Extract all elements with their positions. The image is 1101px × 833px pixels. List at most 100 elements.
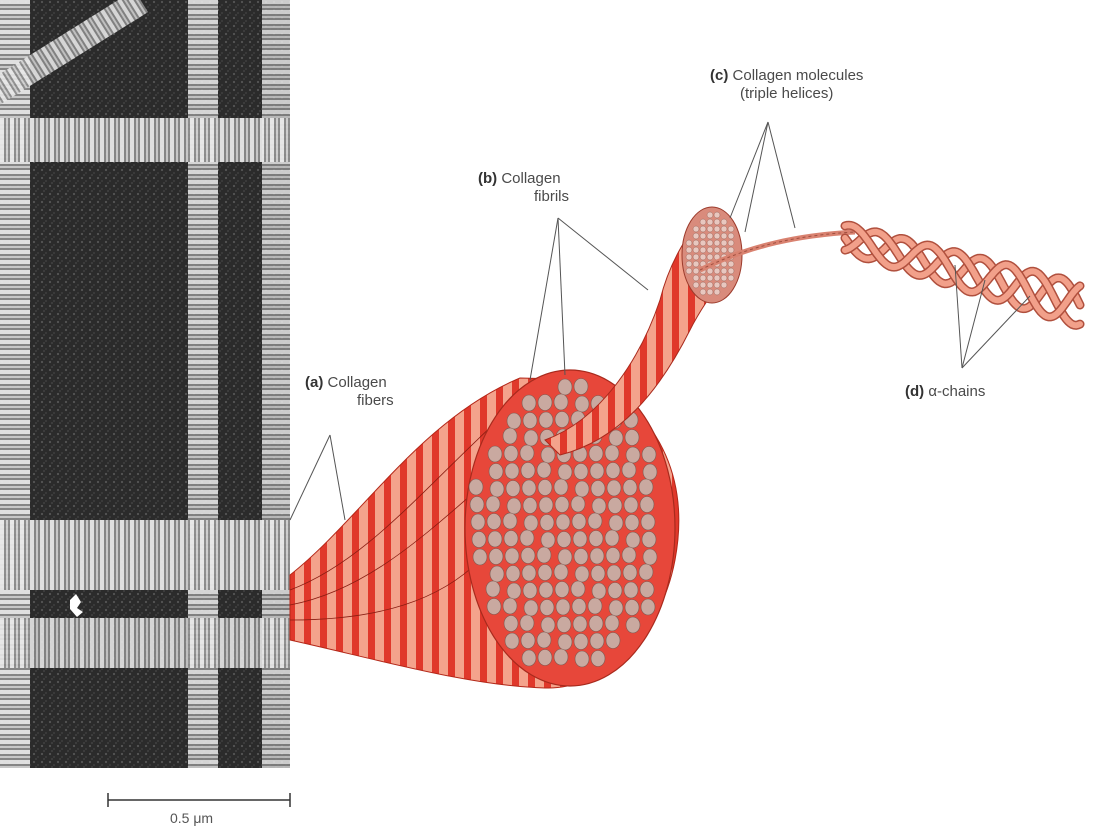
fibril-circle: [590, 463, 604, 479]
molecule-circle: [693, 261, 699, 267]
fibril-circle: [489, 464, 503, 480]
fibril-circle: [469, 479, 483, 495]
fibril-circle: [574, 464, 588, 480]
fibril-circle: [575, 651, 589, 667]
label-a-line2: fibers: [305, 392, 394, 409]
fibril-circle: [574, 549, 588, 565]
fibril-circle: [554, 649, 568, 665]
fibril-circle: [554, 479, 568, 495]
fibril-circle: [643, 464, 657, 480]
fibril-circle: [486, 496, 500, 512]
fibril-circle: [537, 462, 551, 478]
label-a-tag: (a): [305, 374, 323, 391]
fibril-circle: [606, 548, 620, 564]
fibril-circle: [589, 531, 603, 547]
fibril-circle: [488, 531, 502, 547]
fibril-circle: [642, 447, 656, 463]
fibril-circle: [507, 413, 521, 429]
fibril-circle: [626, 617, 640, 633]
fibril-circle: [555, 412, 569, 428]
fibril-circle: [626, 447, 640, 463]
fibril-circle: [504, 531, 518, 547]
molecule-circle: [700, 219, 706, 225]
molecule-circle: [693, 268, 699, 274]
molecule-circle: [707, 289, 713, 295]
fibril-circle: [590, 633, 604, 649]
molecule-circle: [707, 254, 713, 260]
molecule-circle: [700, 240, 706, 246]
fibril-circle: [539, 497, 553, 513]
fibril-circle: [540, 515, 554, 531]
fibril-circle: [537, 632, 551, 648]
fibril-circle: [626, 532, 640, 548]
fibril-circle: [609, 515, 623, 531]
fibril-circle: [520, 615, 534, 631]
molecule-circle: [714, 233, 720, 239]
molecule-circle: [721, 219, 727, 225]
molecule-circle: [700, 254, 706, 260]
fibril-circle: [490, 566, 504, 582]
fibril-circle: [558, 634, 572, 650]
molecule-circle: [693, 233, 699, 239]
fibril-circle: [640, 582, 654, 598]
fibril-circle: [573, 616, 587, 632]
fibril-circle: [503, 513, 517, 529]
molecule-circle: [721, 233, 727, 239]
fibril-circle: [487, 599, 501, 615]
molecule-circle: [721, 268, 727, 274]
label-a-line1: Collagen: [328, 374, 387, 391]
electron-micrograph: [0, 0, 290, 768]
fibril-circle: [524, 430, 538, 446]
fibril-circle: [556, 599, 570, 615]
fibril-circle: [521, 463, 535, 479]
fibril-circle: [557, 532, 571, 548]
fibril-circle: [541, 447, 555, 463]
label-b-tag: (b): [478, 170, 497, 187]
fibril-circle: [507, 583, 521, 599]
label-c-line2: (triple helices): [710, 85, 833, 102]
molecule-circle: [728, 268, 734, 274]
molecule-circle: [686, 247, 692, 253]
fibril-circle: [572, 514, 586, 530]
fibril-circle: [588, 513, 602, 529]
fibril-circle: [573, 531, 587, 547]
fibril-circle: [605, 445, 619, 461]
molecule-circle: [714, 219, 720, 225]
fibril-circle: [606, 463, 620, 479]
fibril-circle: [592, 498, 606, 514]
fibril-circle: [625, 430, 639, 446]
fibril-circle: [504, 446, 518, 462]
fibril-circle: [520, 530, 534, 546]
molecule-circle: [714, 282, 720, 288]
molecule-circle: [707, 247, 713, 253]
molecule-circle: [714, 212, 720, 218]
molecule-circle: [707, 275, 713, 281]
fibril-circle: [537, 547, 551, 563]
fibril-circle: [538, 565, 552, 581]
fibril-circle: [558, 549, 572, 565]
label-d-line1: α-chains: [928, 383, 985, 400]
fibril-circle: [557, 617, 571, 633]
fibril-circle: [539, 582, 553, 598]
fibril-circle: [505, 548, 519, 564]
molecule-circle: [700, 247, 706, 253]
fibril-circle: [503, 428, 517, 444]
scale-bar-label: 0.5 μm: [170, 810, 213, 826]
label-b-line1: Collagen: [501, 170, 560, 187]
molecule-circle: [728, 233, 734, 239]
molecule-circle: [693, 275, 699, 281]
molecule-circle: [714, 226, 720, 232]
fibril-circle: [591, 566, 605, 582]
fibril-circle: [522, 480, 536, 496]
molecule-circle: [707, 282, 713, 288]
molecule-circle: [700, 275, 706, 281]
label-alpha-chains: (d) α-chains: [905, 383, 985, 401]
fibril-circle: [556, 514, 570, 530]
fibril-circle: [471, 514, 485, 530]
molecule-circle: [700, 233, 706, 239]
molecule-circle: [728, 275, 734, 281]
molecule-circle: [693, 226, 699, 232]
molecule-circle: [686, 268, 692, 274]
fibril-circle: [521, 633, 535, 649]
fibril-circle: [488, 446, 502, 462]
